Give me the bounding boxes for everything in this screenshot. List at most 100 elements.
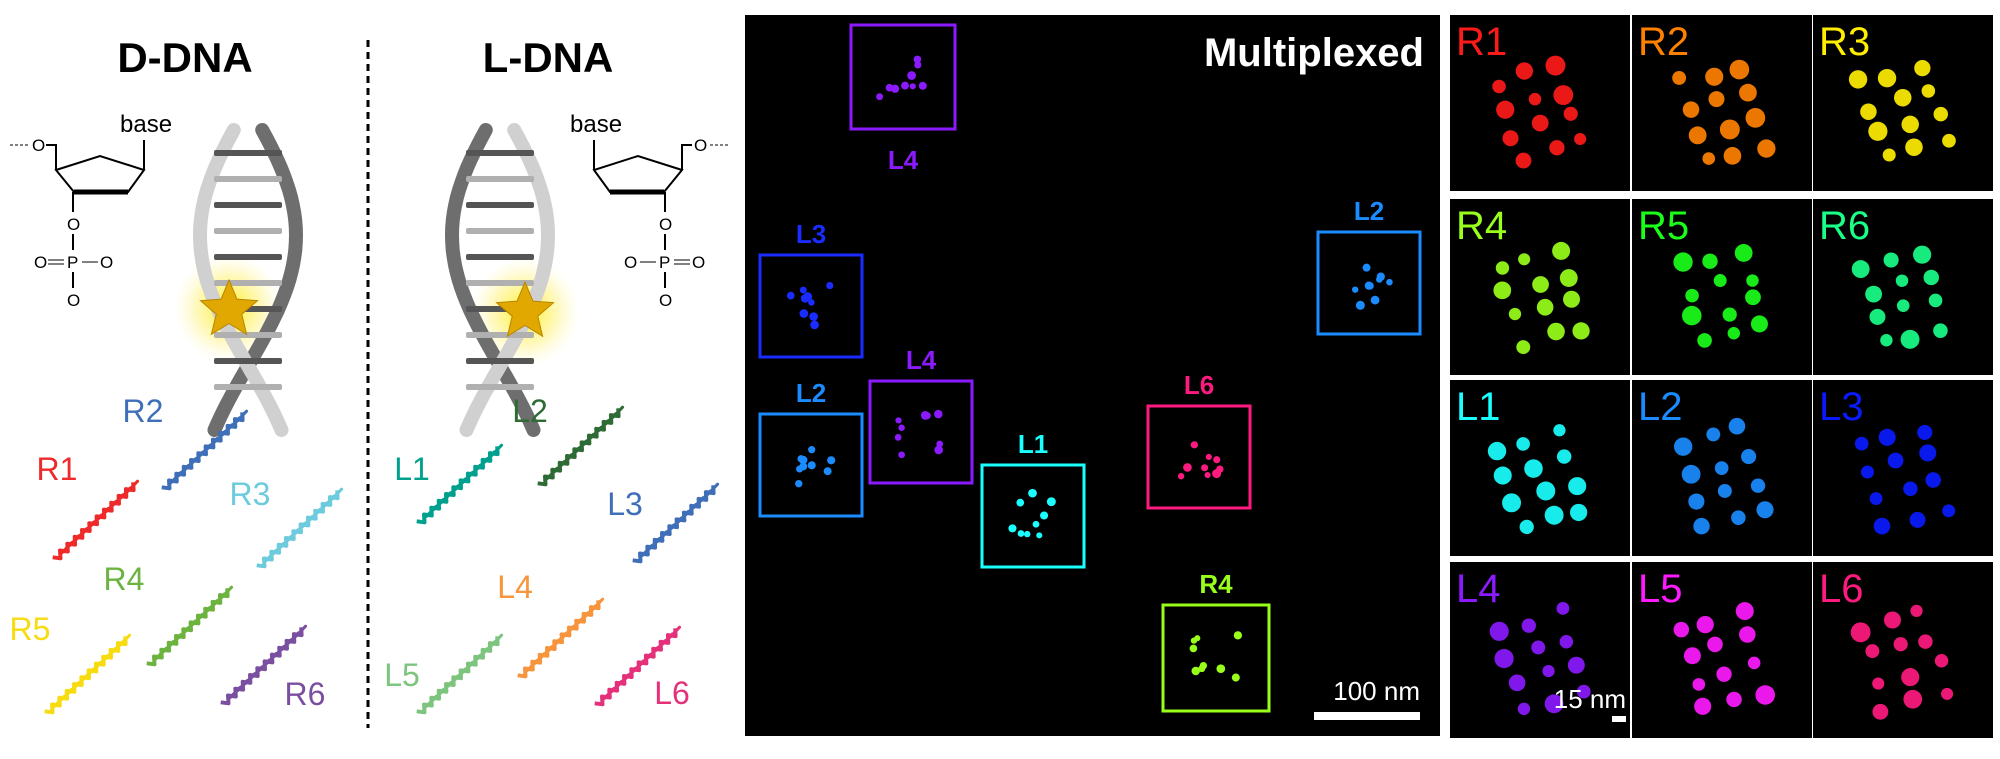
localization-dot	[1854, 436, 1869, 451]
localization-dot	[1516, 437, 1530, 451]
localization-dot	[1231, 673, 1240, 682]
oxygen-label: O	[100, 253, 113, 272]
localization-dot	[1921, 84, 1936, 98]
localization-dot	[1708, 91, 1725, 108]
region-box	[1316, 230, 1422, 336]
localization-dot	[1750, 315, 1768, 333]
oxygen-label: O	[34, 253, 47, 272]
localization-dot	[1549, 140, 1565, 156]
localization-dot	[1553, 424, 1566, 437]
localization-dot	[1046, 497, 1056, 507]
region-label: L6	[1184, 370, 1214, 400]
localization-dot	[1869, 308, 1886, 325]
localization-dot	[795, 479, 803, 488]
phosphorus-label: P	[659, 253, 670, 272]
channel-tile-r4: R4	[1450, 199, 1630, 375]
localization-dot	[1734, 243, 1753, 262]
localization-dot	[1895, 274, 1909, 287]
localization-dot	[1756, 501, 1774, 519]
localization-dot	[1576, 684, 1591, 699]
localization-dot	[1739, 626, 1756, 643]
localization-dot	[1887, 452, 1904, 469]
base-pair	[466, 150, 534, 156]
base-pair	[466, 280, 534, 286]
localization-dot	[808, 299, 815, 306]
localization-dot	[907, 71, 916, 80]
dna-strand-icon	[416, 443, 504, 525]
localization-dot	[1903, 481, 1918, 496]
dna-strand-icon	[220, 624, 308, 706]
backbone-ribbon	[459, 123, 556, 437]
localization-dot	[1726, 691, 1742, 708]
base-pair	[214, 332, 282, 338]
tile-image	[1632, 199, 1812, 375]
localization-dot	[1909, 511, 1926, 528]
localization-dot	[799, 455, 808, 465]
base-pair	[466, 176, 534, 182]
l-dna-title: L-DNA	[483, 34, 614, 81]
localization-dot	[1850, 622, 1871, 643]
localization-dot	[1917, 424, 1933, 440]
localization-dot	[1536, 298, 1554, 316]
localization-dot	[934, 445, 943, 455]
oxygen-label: O	[67, 215, 80, 234]
localization-dot	[1194, 635, 1201, 642]
localization-dot	[1542, 664, 1555, 678]
channel-tile-l1: L1	[1450, 380, 1630, 556]
d-dna-title: D-DNA	[117, 34, 252, 81]
localization-dot	[1545, 55, 1566, 76]
localization-dot	[914, 61, 922, 69]
tile-label: R4	[1456, 204, 1507, 248]
localization-dot	[1919, 444, 1937, 462]
localization-dot	[1869, 492, 1883, 505]
localization-dot	[1934, 654, 1949, 668]
localization-dot	[1681, 464, 1701, 484]
localization-dot	[901, 81, 909, 90]
region-box	[758, 412, 864, 518]
dna-strand-icon	[537, 405, 625, 487]
localization-dot	[1508, 307, 1522, 321]
dna-strand-icon	[44, 633, 132, 715]
localization-dot	[1702, 253, 1718, 269]
base-pair	[466, 202, 534, 208]
localization-dot	[1553, 85, 1574, 105]
localization-dot	[1716, 666, 1732, 682]
region-label: L3	[796, 219, 826, 249]
base-pair	[214, 150, 282, 156]
base-pair	[214, 358, 282, 364]
localization-dot	[918, 81, 927, 90]
tile-label: L4	[1456, 567, 1501, 611]
base-pair	[466, 358, 534, 364]
localization-dot	[1024, 530, 1031, 538]
origami-box-l6: L6	[1146, 370, 1252, 510]
localization-dot	[1515, 152, 1532, 169]
d-dna-helix	[192, 123, 304, 437]
tile-label: R2	[1638, 20, 1689, 64]
strand-label: R2	[123, 393, 164, 429]
localization-dot	[796, 465, 804, 473]
localization-dot	[1729, 59, 1750, 80]
backbone-ribbon	[192, 123, 289, 437]
channel-tile-r6: R6	[1813, 199, 1993, 375]
localization-dot	[809, 312, 818, 321]
localization-dot	[1905, 138, 1923, 156]
localization-dot	[1556, 601, 1570, 615]
localization-dot	[1493, 466, 1512, 485]
localization-dot	[1739, 83, 1757, 102]
localization-dot	[1569, 503, 1588, 522]
oxygen-label: O	[694, 136, 707, 155]
localization-dot	[1903, 689, 1923, 709]
localization-dot	[1502, 130, 1519, 147]
fluorophore-star-icon	[495, 280, 555, 338]
region-box	[980, 463, 1086, 569]
localization-dot	[1883, 611, 1901, 629]
localization-dot	[1688, 493, 1705, 510]
localization-dot	[1496, 100, 1515, 119]
localization-dot	[1913, 245, 1932, 264]
localization-dot	[1547, 322, 1565, 341]
channel-tile-l4: L4	[1450, 562, 1630, 738]
strand-label: L6	[654, 675, 690, 711]
localization-dot	[1568, 477, 1587, 496]
